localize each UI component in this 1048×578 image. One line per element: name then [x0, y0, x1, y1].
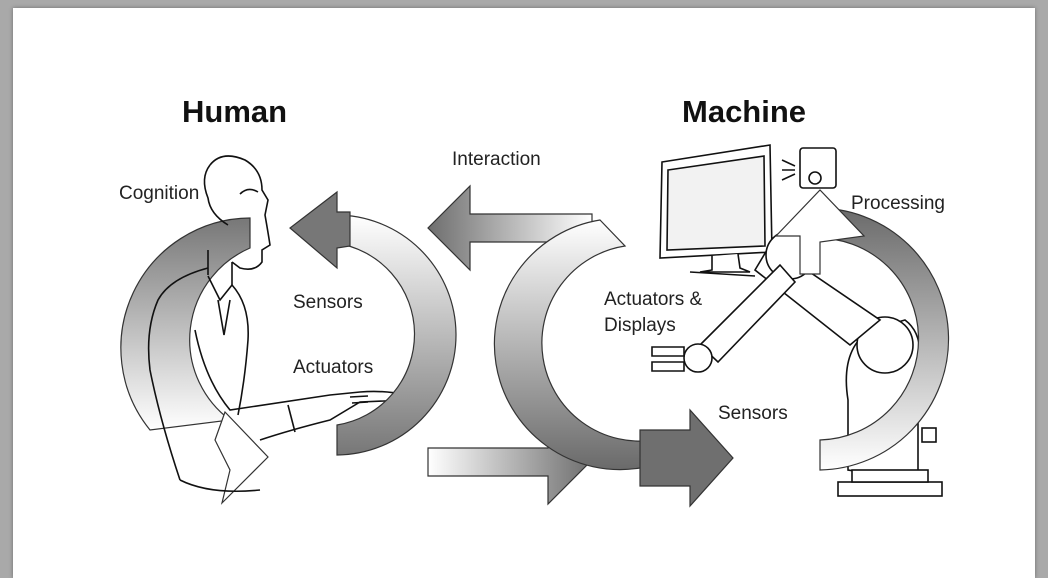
camera-icon	[781, 147, 837, 189]
slide-page: Human Machine	[13, 8, 1035, 578]
machine-processing-cycle-arrow	[774, 189, 950, 471]
label-human-sensors: Sensors	[293, 292, 363, 313]
computer-monitor-icon	[659, 144, 773, 277]
human-cognition-cycle-arrow	[120, 217, 269, 505]
label-interaction: Interaction	[452, 149, 541, 170]
label-machine-sensors: Sensors	[718, 403, 788, 424]
human-sensor-actuator-cycle-arrow	[289, 190, 457, 456]
human-figure	[147, 155, 410, 492]
label-processing: Processing	[851, 193, 945, 214]
label-machine-actuators-line1: Actuators &	[604, 289, 703, 310]
label-machine-actuators-line2: Displays	[604, 315, 676, 336]
machine-actuator-sensor-cycle-arrow	[493, 219, 734, 508]
label-human-actuators: Actuators	[293, 357, 373, 378]
label-cognition: Cognition	[119, 183, 199, 204]
machine-title: Machine	[682, 94, 806, 129]
human-machine-interaction-diagram: Human Machine	[119, 94, 950, 508]
human-title: Human	[182, 94, 287, 129]
